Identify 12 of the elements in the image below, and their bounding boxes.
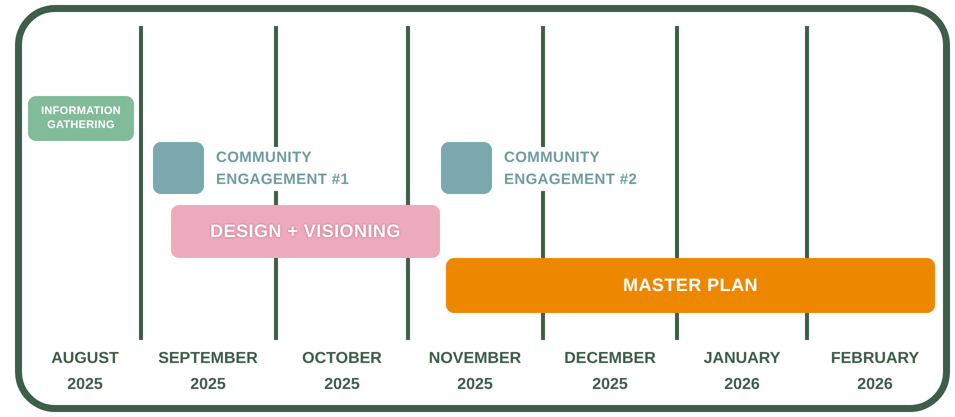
month-label: JANUARY 2026 [702, 349, 782, 395]
milestone-square [153, 142, 204, 194]
milestone-square [441, 142, 492, 194]
month-label: NOVEMBER 2025 [428, 349, 522, 395]
month-label: SEPTEMBER 2025 [157, 349, 259, 395]
month-label: FEBRUARY 2026 [830, 349, 920, 395]
phase-box: DESIGN + VISIONING [171, 205, 440, 258]
month-label: DECEMBER 2025 [563, 349, 657, 395]
phase-box: INFORMATION GATHERING [28, 96, 134, 141]
month-label: OCTOBER 2025 [301, 349, 383, 395]
phase-box: MASTER PLAN [446, 258, 935, 313]
month-label: AUGUST 2025 [50, 349, 120, 395]
